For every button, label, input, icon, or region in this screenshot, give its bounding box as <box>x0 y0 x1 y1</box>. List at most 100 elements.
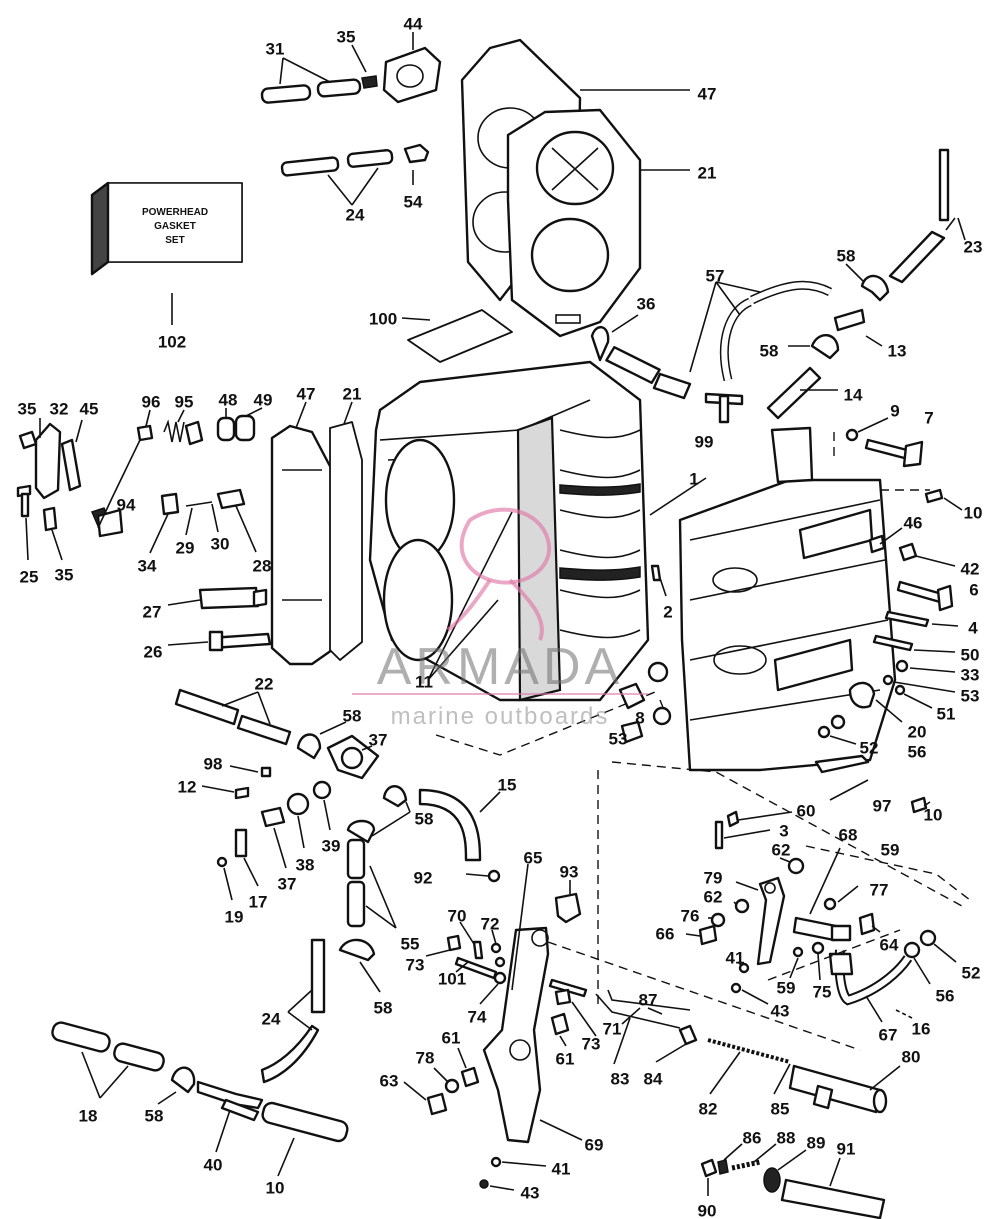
callout-41b: 41 <box>552 1159 571 1178</box>
callout-55: 55 <box>401 934 420 953</box>
callout-37a: 37 <box>369 730 388 749</box>
callout-56a: 56 <box>908 742 927 761</box>
lever-group <box>685 847 957 1023</box>
callout-61b: 61 <box>556 1049 575 1068</box>
callout-53a: 53 <box>961 686 980 705</box>
callout-71: 71 <box>603 1019 622 1038</box>
callout-3: 3 <box>779 821 788 840</box>
gasket-box-line-3: SET <box>165 235 184 246</box>
callout-62a: 62 <box>772 840 791 859</box>
callout-95: 95 <box>175 392 194 411</box>
callout-53b: 53 <box>609 729 628 748</box>
callout-76: 76 <box>681 906 700 925</box>
callout-56b: 56 <box>936 986 955 1005</box>
callout-65: 65 <box>524 848 543 867</box>
callout-17: 17 <box>249 892 268 911</box>
cylinder-block <box>368 360 650 702</box>
callout-20: 20 <box>908 722 927 741</box>
callout-12: 12 <box>178 777 197 796</box>
side-gasket-21 <box>329 401 363 661</box>
callout-49: 49 <box>254 390 273 409</box>
callout-59a: 59 <box>881 840 900 859</box>
callout-99: 99 <box>695 432 714 451</box>
callout-39: 39 <box>322 836 341 855</box>
callout-10a: 10 <box>964 503 983 522</box>
callout-36: 36 <box>637 294 656 313</box>
callout-92: 92 <box>414 868 433 887</box>
callout-69: 69 <box>585 1135 604 1154</box>
callout-101: 101 <box>438 969 466 988</box>
callout-47a: 47 <box>698 84 717 103</box>
watermark-tagline: marine outboards <box>391 703 610 730</box>
callout-22: 22 <box>255 674 274 693</box>
part-44-cover <box>382 32 442 104</box>
callout-66: 66 <box>656 924 675 943</box>
callout-32: 32 <box>50 399 69 418</box>
callout-75: 75 <box>813 982 832 1001</box>
callout-58b: 58 <box>760 341 779 360</box>
callout-47b: 47 <box>297 384 316 403</box>
bottom-left-hoses <box>51 1021 349 1177</box>
part-54-fitting <box>403 143 430 185</box>
crankcase-half <box>649 426 930 772</box>
callout-27: 27 <box>143 602 162 621</box>
callout-48: 48 <box>219 390 238 409</box>
throttle-arm-69 <box>403 863 597 1191</box>
callout-24a: 24 <box>346 205 365 224</box>
callout-15: 15 <box>498 775 517 794</box>
powerhead-gasket-set-box: POWERHEAD GASKET SET <box>90 181 243 325</box>
callout-58e: 58 <box>374 998 393 1017</box>
callout-4: 4 <box>968 618 978 637</box>
callout-31a: 31 <box>266 39 285 58</box>
callout-40: 40 <box>204 1155 223 1174</box>
callout-57: 57 <box>706 266 725 285</box>
callout-21b: 21 <box>343 384 362 403</box>
callout-45: 45 <box>80 399 99 418</box>
callout-73a: 73 <box>406 955 425 974</box>
callout-73b: 73 <box>582 1034 601 1053</box>
hose-pieces-top <box>260 44 394 206</box>
grip-parts <box>700 1143 886 1219</box>
callout-18: 18 <box>79 1106 98 1125</box>
head-gasket-21 <box>506 108 690 338</box>
callout-58c: 58 <box>343 706 362 725</box>
gasket-box-line-2: GASKET <box>154 221 196 232</box>
callout-58d: 58 <box>415 809 434 828</box>
callout-77: 77 <box>870 880 889 899</box>
callout-58a: 58 <box>837 246 856 265</box>
callout-84: 84 <box>644 1069 663 1088</box>
callout-33: 33 <box>961 665 980 684</box>
callout-85: 85 <box>771 1099 790 1118</box>
callout-82: 82 <box>699 1099 718 1118</box>
callout-34: 34 <box>138 556 157 575</box>
callout-86: 86 <box>743 1128 762 1147</box>
callout-87: 87 <box>639 990 658 1009</box>
callout-100: 100 <box>369 309 397 328</box>
callout-10c: 10 <box>266 1178 285 1197</box>
callout-79: 79 <box>704 868 723 887</box>
callout-59b: 59 <box>777 978 796 997</box>
armada-watermark: ARMADA marine outboards <box>352 507 648 730</box>
callout-26: 26 <box>144 642 163 661</box>
callout-94: 94 <box>117 495 136 514</box>
callout-46: 46 <box>904 513 923 532</box>
callout-58f: 58 <box>145 1106 164 1125</box>
callout-35c: 35 <box>55 565 74 584</box>
callout-37b: 37 <box>278 874 297 893</box>
watermark-brand: ARMADA <box>377 638 623 696</box>
callout-54: 54 <box>404 192 423 211</box>
callout-50: 50 <box>961 645 980 664</box>
gasket-box-line-1: POWERHEAD <box>142 207 208 218</box>
callout-23: 23 <box>964 237 983 256</box>
callout-38: 38 <box>296 855 315 874</box>
callout-24b: 24 <box>262 1009 281 1028</box>
middle-left-parts <box>174 688 501 1084</box>
callout-60: 60 <box>797 801 816 820</box>
callout-13: 13 <box>888 341 907 360</box>
callout-7: 7 <box>924 408 933 427</box>
callout-88: 88 <box>777 1128 796 1147</box>
callout-63: 63 <box>380 1071 399 1090</box>
callout-89: 89 <box>807 1133 826 1152</box>
callout-6: 6 <box>969 580 978 599</box>
